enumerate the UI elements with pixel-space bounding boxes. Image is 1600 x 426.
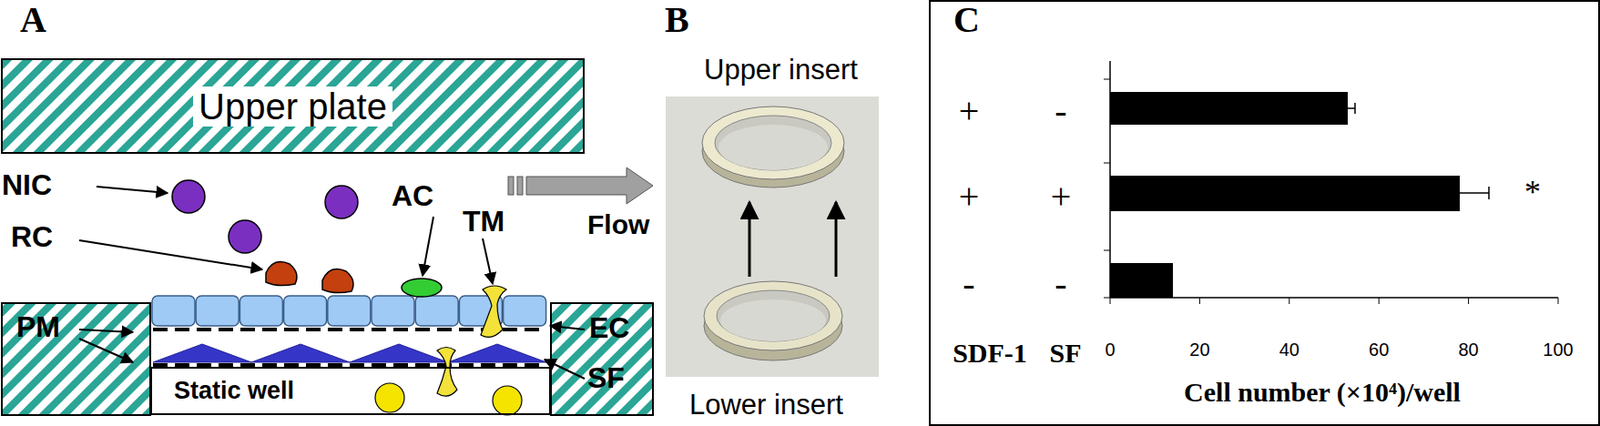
rolling-cell: [265, 262, 297, 286]
leader-line: [79, 240, 263, 270]
tick-label: 60: [1368, 339, 1389, 360]
part-label: SF: [587, 362, 625, 395]
cell: [492, 386, 522, 416]
x-axis: [1110, 296, 1559, 299]
transmigrating-cell: [437, 347, 458, 398]
adherent-cell: [401, 278, 442, 297]
tick-label: 80: [1457, 339, 1478, 360]
cell: [228, 220, 262, 254]
leader-line: [482, 238, 493, 285]
leader-line: [79, 329, 133, 333]
bar: [1110, 175, 1460, 212]
condition-sign: +: [958, 176, 980, 217]
condition-sign: +: [1050, 176, 1072, 217]
factor-label: SDF-1: [952, 337, 1028, 368]
bar: [1110, 263, 1173, 298]
significance-mark: *: [1524, 174, 1541, 212]
part-label: Upper insert: [703, 54, 858, 86]
tick-label: 0: [1104, 339, 1115, 360]
flow-arrow: [526, 167, 653, 204]
panel-frame: [929, 0, 1600, 426]
error-bar: [1347, 102, 1356, 114]
tick-label: 40: [1279, 339, 1300, 360]
transmigrating-cell: [480, 285, 507, 337]
part-label: AC: [391, 180, 434, 213]
panel-letter: A: [20, 0, 47, 41]
upper-insert: [702, 106, 845, 188]
condition-sign: -: [1054, 91, 1067, 132]
condition-sign: +: [958, 91, 980, 132]
part-label: EC: [589, 312, 630, 345]
flow-arrow: [517, 176, 523, 195]
static-well: Static well: [150, 366, 551, 416]
stromal-layer: [152, 344, 547, 363]
assembly-arrow: [835, 202, 838, 277]
photo-ground: [665, 96, 879, 378]
condition-sign: -: [1054, 264, 1067, 305]
error-bar: [1459, 186, 1489, 200]
leader-line: [550, 326, 585, 330]
rolling-cell: [322, 269, 354, 294]
upper-plate-hatch: [1, 59, 584, 153]
assembly-arrow: [748, 202, 752, 277]
flow-arrow: [508, 176, 514, 195]
leader-line: [96, 186, 168, 194]
part-label: RC: [10, 221, 53, 254]
leader-line: [422, 216, 434, 276]
tick-label: 20: [1189, 339, 1210, 360]
upper-plate: Upper plate: [1, 59, 584, 153]
node-label: Upper plate: [193, 86, 393, 127]
part-label: TM: [462, 205, 505, 238]
side-wall: [550, 303, 653, 416]
axis-title: Cell number (×10⁴)/well: [1183, 377, 1461, 408]
axis-ticks: [1103, 79, 1559, 305]
cell: [172, 180, 205, 214]
part-label: PM: [16, 311, 61, 344]
panel-letter: C: [953, 0, 980, 41]
side-wall: [1, 303, 151, 416]
lower-insert: [703, 281, 843, 361]
factor-label: SF: [1049, 337, 1081, 368]
cell: [325, 185, 358, 219]
bar: [1110, 91, 1348, 125]
leader-line: [79, 338, 133, 363]
panel-letter: B: [664, 0, 690, 41]
tick-label: 100: [1542, 339, 1573, 360]
part-label: NIC: [1, 169, 52, 202]
node-label: Static well: [168, 377, 300, 406]
flow-label: Flow: [587, 209, 650, 240]
condition-sign: -: [962, 264, 975, 305]
cell: [375, 383, 405, 413]
part-label: Lower insert: [689, 389, 844, 421]
